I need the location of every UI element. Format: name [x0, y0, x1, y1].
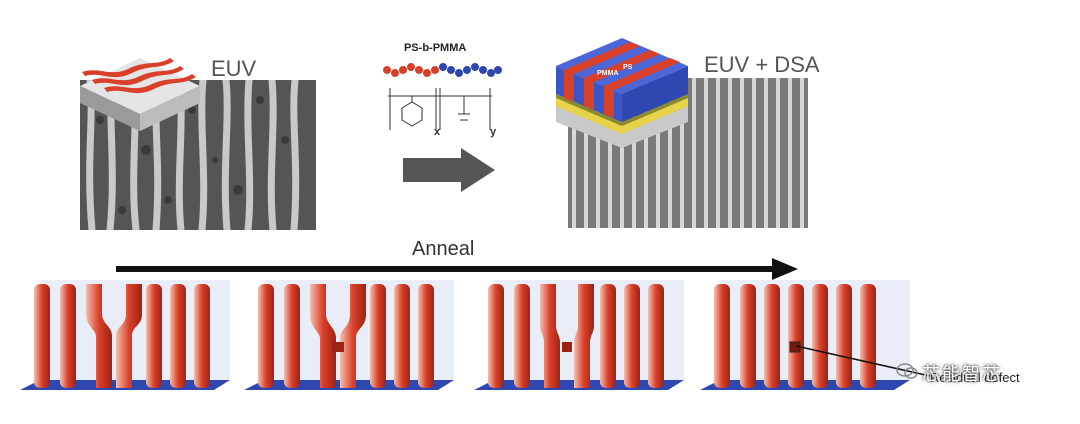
euv-resist-cube-icon	[80, 36, 200, 131]
anneal-label: Anneal	[412, 238, 475, 260]
anneal-stage-1	[20, 280, 230, 398]
anneal-arrow-icon	[116, 258, 798, 280]
euv-label: EUV	[211, 56, 257, 81]
cube-pmma-label: PMMA	[597, 70, 619, 77]
cube-ps-label: PS	[623, 64, 633, 71]
wechat-icon	[896, 362, 918, 380]
residual-defect-label: Residual defect	[930, 370, 1020, 385]
anneal-stage-3	[474, 280, 684, 398]
anneal-stage-2	[244, 280, 454, 398]
defect-pointer-line	[795, 344, 936, 380]
euv-dsa-label: EUV + DSA	[704, 52, 820, 77]
ps-pmma-chemical-structure	[388, 86, 498, 141]
block-copolymer-chain	[382, 60, 502, 80]
process-arrow-icon	[403, 148, 495, 192]
dsa-cube-icon	[556, 36, 688, 148]
chem-subscript-y: y	[490, 126, 497, 138]
watermark-text: 芯能智芯	[922, 364, 1002, 384]
chem-subscript-x: x	[434, 126, 441, 138]
anneal-stage-4	[700, 280, 910, 398]
polymer-label: PS-b-PMMA	[404, 42, 467, 54]
